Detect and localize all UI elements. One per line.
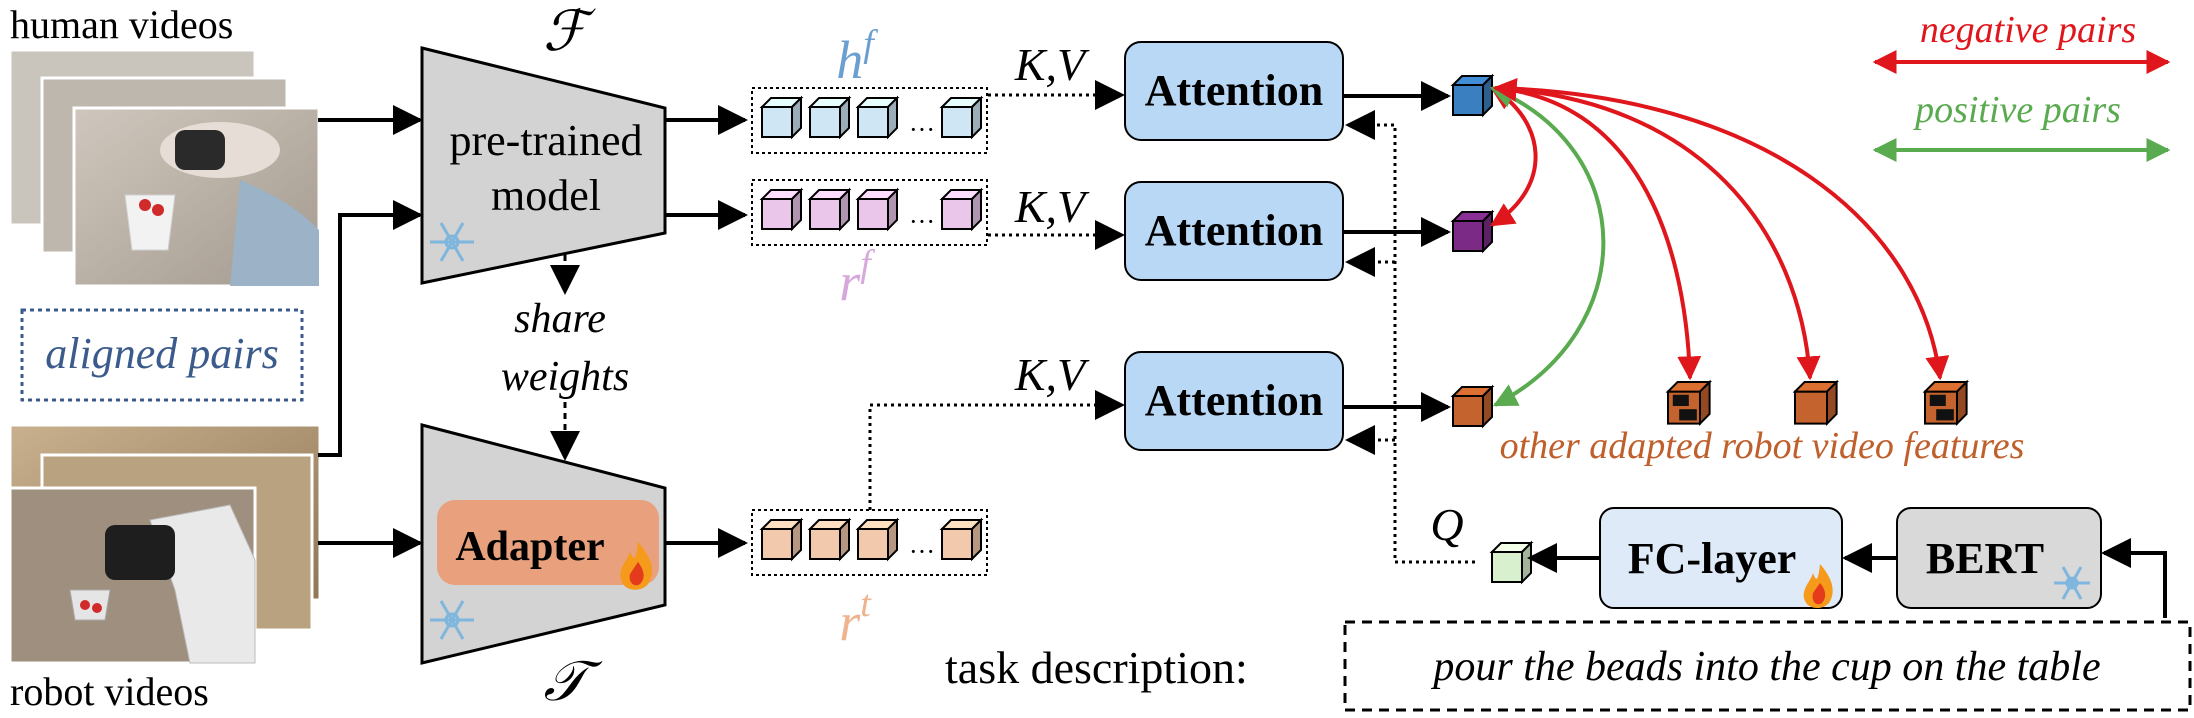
negative-pairs-label: negative pairs (1920, 9, 2136, 51)
rf-cube-row: ··· (759, 187, 984, 236)
q-label: Q (1430, 499, 1463, 550)
pretrained-line1: pre-trained (450, 116, 643, 165)
rt-features: ··· (751, 509, 988, 576)
aligned-pairs-label: aligned pairs (45, 329, 278, 378)
share-line1: share (514, 296, 606, 342)
task-text: pour the beads into the cup on the table (1430, 644, 2100, 690)
robot-video-frames (8, 423, 322, 665)
cube-face (1922, 379, 1970, 427)
hf-base: h (836, 30, 863, 90)
negative-arc-other-1 (1492, 77, 1702, 381)
feature-cube-1 (807, 517, 852, 562)
snowflake-icon (430, 222, 474, 262)
feature-cube-2 (855, 187, 900, 232)
other-feature-cube-2 (1792, 379, 1840, 427)
fc-layer-label: FC-layer (1628, 534, 1797, 583)
task-to-bert-arrow (2101, 538, 2167, 618)
rf-base: r (839, 252, 861, 312)
rt-label: rt (839, 583, 872, 652)
kv-label-3: K,V (1014, 349, 1090, 400)
query-path (1345, 110, 1475, 564)
attention-block-r: Attention (1124, 181, 1344, 281)
task-text-box (1343, 620, 2192, 712)
query-cube (1489, 540, 1534, 585)
hf-cube-row: ··· (759, 95, 984, 144)
human-video-frames (8, 48, 321, 288)
fire-icon (620, 542, 653, 590)
feature-cube-last (939, 517, 984, 562)
attention-label-1: Attention (1145, 66, 1323, 115)
feature-cube-last (939, 95, 984, 140)
output-cube-h (1450, 73, 1495, 118)
negative-arc-other-3 (1494, 86, 1950, 381)
fc-layer-block: FC-layer (1599, 507, 1843, 609)
task-description-label: task description: (945, 642, 1248, 693)
cube-face (1489, 540, 1534, 585)
attention-label-3: Attention (1145, 376, 1323, 425)
hf-sup: f (863, 23, 878, 65)
feature-cube-0 (759, 95, 804, 140)
aligned-pairs-box (20, 308, 304, 402)
robot-to-model-arrow-up (318, 200, 423, 457)
rt-base: r (839, 592, 861, 652)
cube-face (1665, 379, 1713, 427)
feature-cube-0 (759, 517, 804, 562)
feature-cube-2 (855, 95, 900, 140)
feature-cube-2 (855, 517, 900, 562)
share-line2: weights (501, 354, 629, 400)
hf-features: ··· (751, 87, 988, 154)
ellipsis: ··· (909, 537, 935, 566)
output-cube-r (1450, 209, 1495, 254)
rt-cube-row: ··· (759, 517, 984, 566)
bert-label: BERT (1926, 534, 2044, 583)
adapter-block (437, 500, 659, 585)
negative-arc-other-2 (1494, 86, 1821, 381)
hf-label: hf (836, 23, 878, 90)
other-feature-cube-1 (1665, 379, 1713, 427)
ellipsis: ··· (909, 207, 935, 236)
rf-features: ··· (751, 179, 988, 246)
T-symbol: 𝒯 (544, 651, 603, 713)
rf-label: rf (839, 243, 875, 312)
cube-face (1450, 384, 1495, 429)
rt-sup: t (860, 583, 872, 625)
human-videos-label: human videos (10, 2, 233, 47)
feature-cube-1 (807, 187, 852, 232)
F-symbol: ℱ (543, 1, 596, 63)
positive-arc-to-rt (1489, 85, 1606, 407)
other-feature-cube-3 (1922, 379, 1970, 427)
feature-cube-0 (759, 187, 804, 232)
kv-label-1: K,V (1014, 39, 1090, 90)
rf-sup: f (860, 243, 875, 285)
snowflake-icon (2054, 566, 2090, 600)
attention-block-h: Attention (1124, 41, 1344, 141)
attention-block-rt: Attention (1124, 351, 1344, 451)
adapter-label: Adapter (455, 524, 604, 570)
feature-cube-last (939, 187, 984, 232)
rt-kv-arrow (868, 390, 1125, 510)
ellipsis: ··· (909, 115, 935, 144)
fire-icon (1803, 564, 1833, 609)
snowflake-icon (430, 600, 474, 640)
positive-pairs-label: positive pairs (1912, 89, 2121, 131)
cube-face (1450, 73, 1495, 118)
bert-block: BERT (1896, 507, 2102, 609)
kv-label-2: K,V (1014, 181, 1090, 232)
pretrained-line2: model (491, 171, 601, 220)
pretrained-model-block (420, 46, 667, 285)
output-cube-rt (1450, 384, 1495, 429)
robot-videos-label: robot videos (10, 669, 209, 714)
feature-cube-1 (807, 95, 852, 140)
cube-face (1450, 209, 1495, 254)
attention-label-2: Attention (1145, 206, 1323, 255)
other-features-label: other adapted robot video features (1500, 425, 2025, 467)
cube-face (1792, 379, 1840, 427)
